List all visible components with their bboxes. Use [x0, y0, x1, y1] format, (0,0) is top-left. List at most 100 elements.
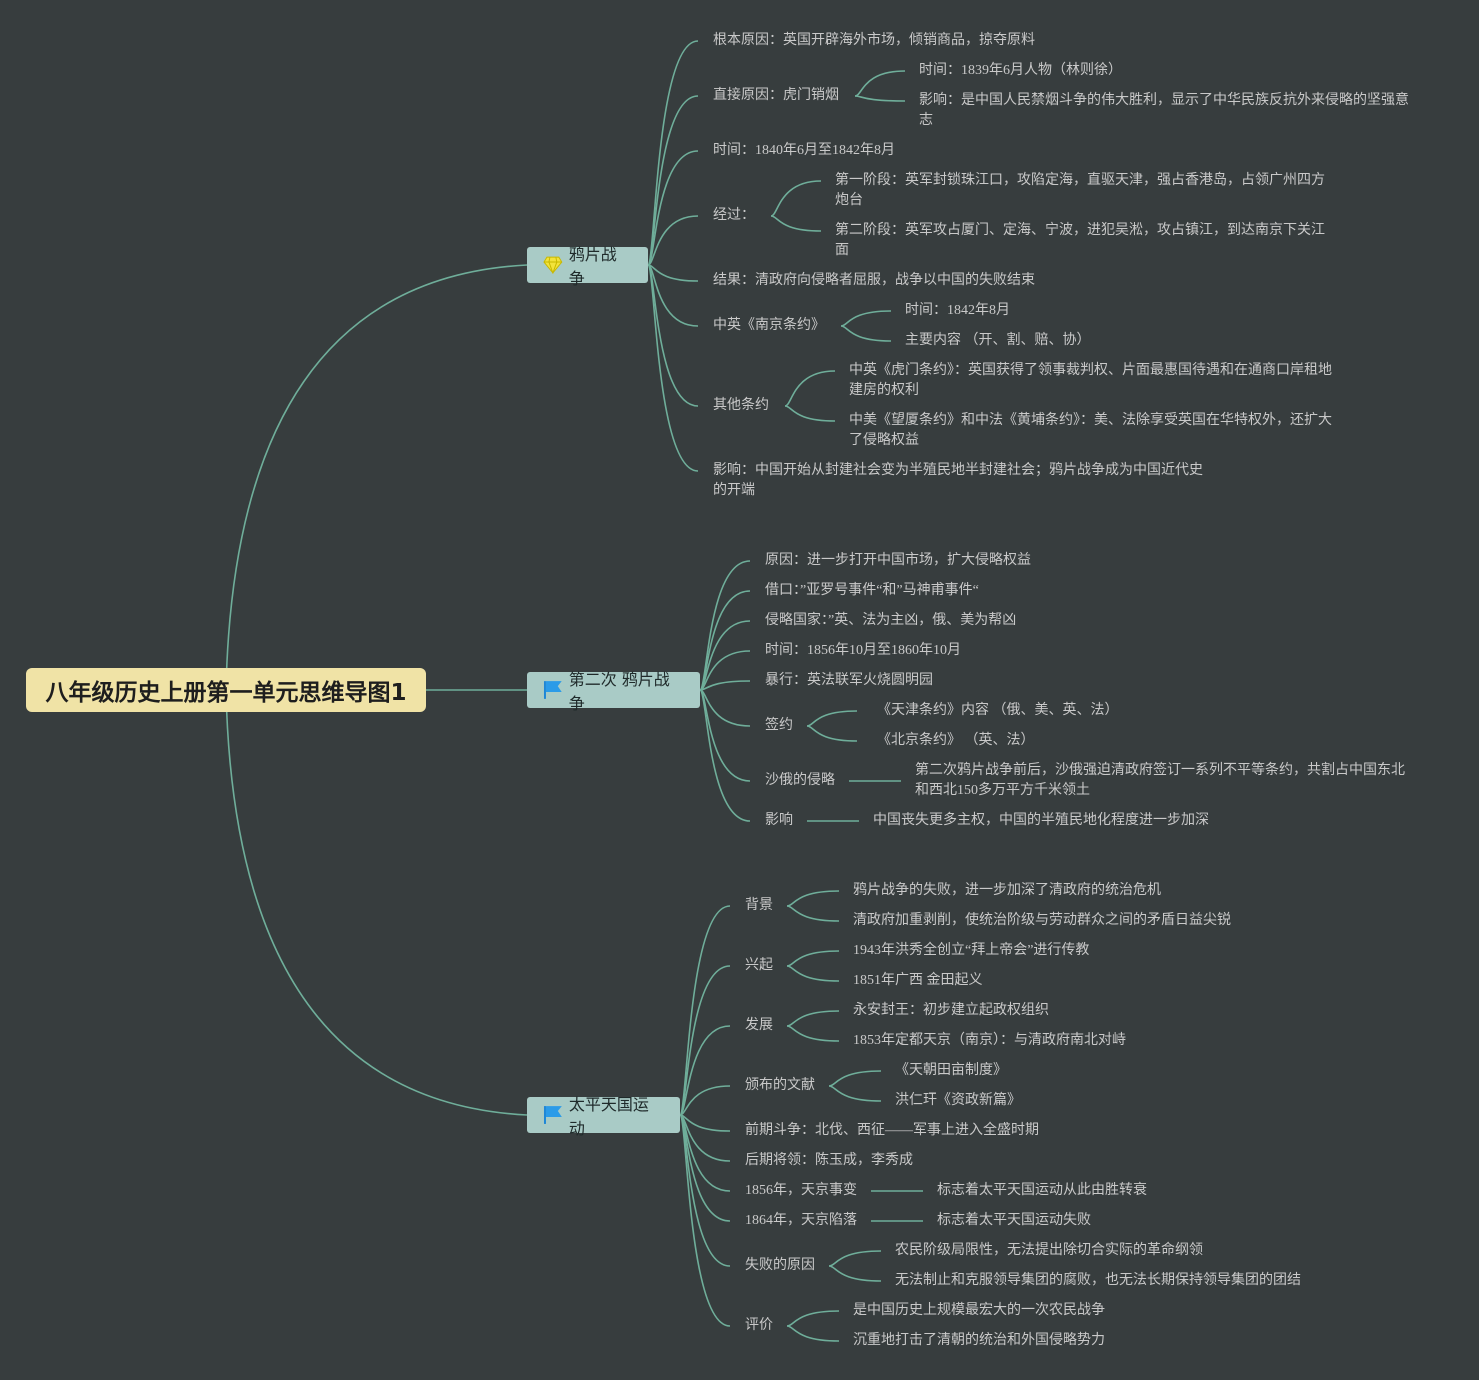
branch-second-opium-war[interactable]: 第二次 鸦片战争 — [527, 670, 700, 713]
node-humen-treaty[interactable]: 中英《虎门条约》：英国获得了领事裁判权、片面最惠国待遇和在通商口岸租地建房的权利 — [849, 363, 1332, 398]
subnode-connector — [784, 370, 836, 407]
branch3-connector — [679, 905, 731, 1116]
flag-icon — [543, 681, 562, 699]
branch2-connector — [699, 689, 751, 822]
node-background[interactable]: 背景 — [745, 898, 773, 913]
branch1-connector — [647, 150, 699, 266]
node-evaluation-b[interactable]: 沉重地打击了清朝的统治和外国侵略势力 — [853, 1333, 1105, 1348]
branch1-connector — [647, 95, 699, 266]
node-rise-b[interactable]: 1851年广西 金田起义 — [853, 973, 983, 988]
node-pretext[interactable]: 借口：”亚罗号事件“和”马神甫事件“ — [765, 583, 979, 598]
branch3-connector — [679, 1085, 731, 1116]
node-result[interactable]: 结果：清政府向侵略者屈服，战争以中国的失败结束 — [713, 273, 1035, 288]
node-impact[interactable]: 影响 — [765, 813, 793, 828]
node-development-b[interactable]: 1853年定都天京（南京）：与清政府南北对峙 — [853, 1033, 1126, 1048]
node-tianjing-incident[interactable]: 1856年，天京事变 — [745, 1183, 857, 1198]
branch-taiping[interactable]: 太平天国运动 — [527, 1095, 680, 1138]
subnode-connector — [854, 70, 906, 97]
diamond-icon — [543, 256, 563, 274]
subnode-connector — [828, 1070, 882, 1087]
subnode-connector — [828, 1265, 882, 1282]
branch2-connector — [699, 689, 751, 727]
node-background-a[interactable]: 鸦片战争的失败，进一步加深了清政府的统治危机 — [853, 883, 1161, 898]
node-treaties[interactable]: 签约 — [765, 718, 793, 733]
subnode-connector — [786, 965, 840, 982]
node-development-a[interactable]: 永安封王：初步建立起政权组织 — [853, 1003, 1049, 1018]
root-connector — [225, 689, 528, 1116]
subnode-connector — [770, 180, 822, 217]
subnode-connector — [806, 710, 858, 727]
node-atrocity[interactable]: 暴行：英法联军火烧圆明园 — [765, 673, 933, 688]
subnode-connector — [840, 325, 892, 342]
node-impact-detail[interactable]: 中国丧失更多主权，中国的半殖民地化程度进一步加深 — [873, 813, 1209, 828]
node-failure-a[interactable]: 农民阶级局限性，无法提出除切合实际的革命纲领 — [895, 1243, 1203, 1258]
branch2-connector — [699, 590, 751, 691]
node-failure-reasons[interactable]: 失败的原因 — [745, 1258, 815, 1273]
node-nanjing-time[interactable]: 时间：1842年8月 — [905, 303, 1010, 318]
node-tianjing-fall[interactable]: 1864年，天京陷落 — [745, 1213, 857, 1228]
branch2-connector — [699, 689, 751, 782]
node-documents-a[interactable]: 《天朝田亩制度》 — [895, 1063, 1007, 1078]
subnode-connector — [784, 405, 836, 422]
node-failure-b[interactable]: 无法制止和克服领导集团的腐败，也无法长期保持领导集团的团结 — [895, 1273, 1301, 1288]
node-tianjing-fall-detail[interactable]: 标志着太平天国运动失败 — [937, 1213, 1091, 1228]
node-background-b[interactable]: 清政府加重剥削，使统治阶级与劳动群众之间的矛盾日益尖锐 — [853, 913, 1231, 928]
node-development[interactable]: 发展 — [745, 1018, 773, 1033]
subnode-connector — [786, 950, 840, 967]
node-other-treaties[interactable]: 其他条约 — [713, 398, 769, 413]
branch-label: 第二次 鸦片战争 — [568, 670, 670, 713]
node-early-struggle[interactable]: 前期斗争：北伐、西征——军事上进入全盛时期 — [745, 1123, 1039, 1138]
subnode-connector — [770, 215, 822, 232]
node-direct-cause-impact[interactable]: 影响：是中国人民禁烟斗争的伟大胜利，显示了中华民族反抗外来侵略的坚强意志 — [919, 93, 1409, 128]
node-russia-detail[interactable]: 第二次鸦片战争前后，沙俄强迫清政府签订一系列不平等条约，共割占中国东北和西北15… — [915, 763, 1405, 798]
node-root-cause[interactable]: 根本原因：英国开辟海外市场，倾销商品，掠夺原料 — [713, 33, 1035, 48]
node-wangxia-treaty[interactable]: 中美《望厦条约》和中法《黄埔条约》：美、法除享受英国在华特权外，还扩大了侵略权益 — [849, 413, 1332, 448]
node-tianjing-incident-detail[interactable]: 标志着太平天国运动从此由胜转衰 — [937, 1183, 1147, 1198]
node-beijing-treaty[interactable]: 《北京条约》 （英、法） — [877, 733, 1035, 748]
node-rise-a[interactable]: 1943年洪秀全创立“拜上帝会”进行传教 — [853, 943, 1090, 958]
subnode-connector — [828, 1250, 882, 1267]
node-tianjin-treaty[interactable]: 《天津条约》内容 （俄、美、英、法） — [877, 703, 1119, 718]
node-russia-aggression[interactable]: 沙俄的侵略 — [765, 773, 835, 788]
node-direct-cause-time[interactable]: 时间：1839年6月人物（林则徐） — [919, 63, 1122, 78]
branch1-connector — [647, 264, 699, 472]
node-nanjing-treaty[interactable]: 中英《南京条约》 — [713, 318, 825, 333]
node-documents-b[interactable]: 洪仁玕《资政新篇》 — [895, 1093, 1021, 1108]
subnode-connector — [854, 95, 906, 102]
branch3-connector — [679, 1114, 731, 1327]
branch1-connector — [647, 264, 699, 407]
node-documents[interactable]: 颁布的文献 — [745, 1078, 815, 1093]
branch3-connector — [679, 1025, 731, 1116]
node-time[interactable]: 时间：1856年10月至1860年10月 — [765, 643, 961, 658]
subnode-connector — [786, 905, 840, 922]
subnode-connector — [786, 1325, 840, 1342]
node-stage-one[interactable]: 第一阶段：英军封锁珠江口，攻陷定海，直驱天津，强占香港岛，占领广州四方炮台 — [835, 173, 1325, 208]
node-cause[interactable]: 原因：进一步打开中国市场，扩大侵略权益 — [765, 553, 1031, 568]
branch2-connector — [699, 680, 751, 691]
node-process[interactable]: 经过： — [713, 208, 755, 223]
node-direct-cause[interactable]: 直接原因：虎门销烟 — [713, 88, 839, 103]
branch-opium-war[interactable]: 鸦片战争 — [527, 245, 648, 288]
branch1-connector — [647, 215, 699, 266]
root-topic[interactable]: 八年级历史上册第一单元思维导图1 — [26, 668, 426, 712]
branch-label: 鸦片战争 — [568, 245, 617, 288]
subnode-connector — [786, 1310, 840, 1327]
subnode-connector — [786, 1010, 840, 1027]
branch-label: 太平天国运动 — [568, 1095, 649, 1138]
node-impact[interactable]: 影响：中国开始从封建社会变为半殖民地半封建社会；鸦片战争成为中国近代史的开端 — [713, 463, 1203, 498]
root-connector — [225, 264, 528, 691]
node-rise[interactable]: 兴起 — [745, 958, 773, 973]
branch1-connector — [647, 264, 699, 282]
node-war-time[interactable]: 时间：1840年6月至1842年8月 — [713, 143, 895, 158]
subnode-connector — [786, 890, 840, 907]
subnode-connector — [840, 310, 892, 327]
node-evaluation[interactable]: 评价 — [745, 1318, 773, 1333]
node-late-generals[interactable]: 后期将领：陈玉成，李秀成 — [745, 1153, 913, 1168]
node-aggressors[interactable]: 侵略国家：”英、法为主凶，俄、美为帮凶 — [765, 613, 1017, 628]
node-stage-two[interactable]: 第二阶段：英军攻占厦门、定海、宁波，进犯吴淞，攻占镇江，到达南京下关江面 — [835, 223, 1325, 258]
flag-icon — [543, 1106, 562, 1124]
node-nanjing-content[interactable]: 主要内容 （开、割、赔、协） — [905, 333, 1091, 348]
node-evaluation-a[interactable]: 是中国历史上规模最宏大的一次农民战争 — [853, 1303, 1105, 1318]
subnode-connector — [806, 725, 858, 742]
